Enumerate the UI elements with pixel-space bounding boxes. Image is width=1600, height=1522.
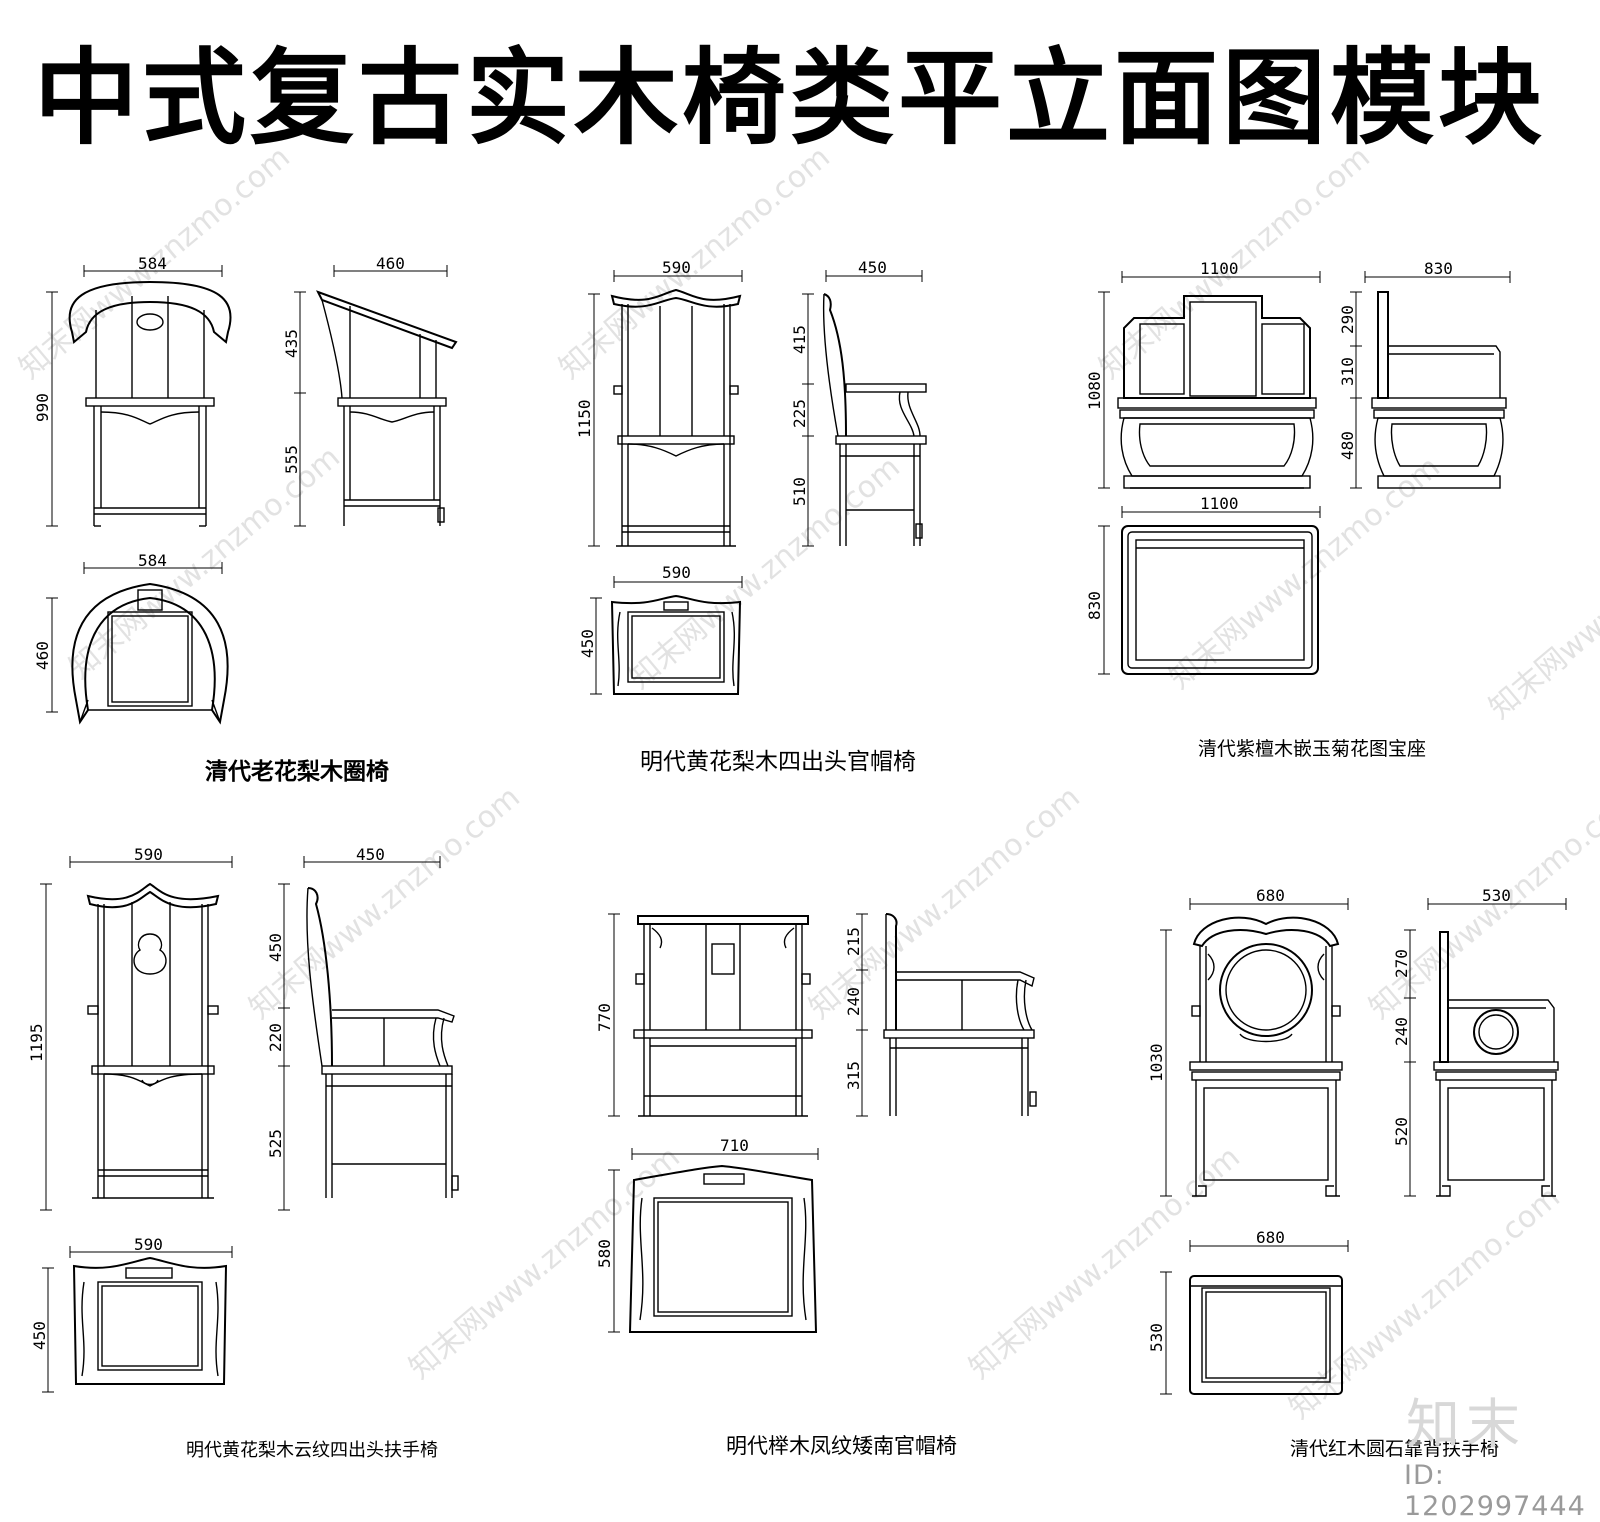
svg-text:290: 290 — [1338, 305, 1357, 334]
chair-6-side-elevation — [1433, 931, 1559, 1197]
chair-4-plan-view — [72, 1256, 228, 1385]
chair-2-dimensions: 590 450 1150 415 225 510 590 450 — [575, 258, 923, 695]
svg-text:1150: 1150 — [575, 399, 594, 438]
chair-1-side-elevation — [315, 290, 458, 526]
chair-4-caption: 明代黄花梨木云纹四出头扶手椅 — [186, 1440, 438, 1461]
svg-text:584: 584 — [138, 254, 167, 273]
svg-text:450: 450 — [578, 629, 597, 658]
svg-text:580: 580 — [595, 1239, 614, 1268]
svg-text:530: 530 — [1482, 886, 1511, 905]
page-title: 中式复古实木椅类平立面图模块 — [34, 37, 1547, 159]
svg-text:460: 460 — [376, 254, 405, 273]
svg-text:555: 555 — [282, 445, 301, 474]
chair-3-caption: 清代紫檀木嵌玉菊花图宝座 — [1198, 738, 1427, 760]
svg-text:584: 584 — [138, 551, 167, 570]
chair-3-front-elevation — [1117, 295, 1317, 489]
chair-2-front-elevation — [610, 288, 742, 547]
chair-5-side-elevation — [883, 913, 1037, 1116]
svg-text:525: 525 — [266, 1129, 285, 1158]
svg-text:520: 520 — [1392, 1117, 1411, 1146]
svg-text:1100: 1100 — [1200, 494, 1239, 513]
svg-text:590: 590 — [134, 1235, 163, 1254]
svg-text:590: 590 — [662, 258, 691, 277]
svg-text:415: 415 — [790, 325, 809, 354]
svg-text:450: 450 — [266, 933, 285, 962]
chair-6-front-elevation — [1189, 916, 1343, 1197]
chair-2-side-elevation — [822, 293, 927, 546]
svg-text:310: 310 — [1338, 357, 1357, 386]
chair-3-dimensions: 1100 830 1080 290 310 480 1100 830 — [1085, 259, 1511, 675]
svg-text:590: 590 — [134, 845, 163, 864]
chair-5-front-elevation — [633, 915, 813, 1117]
svg-text:450: 450 — [356, 845, 385, 864]
chair-3-plan-view — [1121, 525, 1319, 675]
chair-1-dimensions: 584 460 990 435 555 584 460 — [33, 254, 448, 713]
svg-text:710: 710 — [720, 1136, 749, 1155]
chair-1-plan-view — [71, 582, 229, 725]
svg-text:270: 270 — [1392, 949, 1411, 978]
svg-text:590: 590 — [662, 563, 691, 582]
chair-1-front-elevation — [68, 280, 232, 527]
svg-text:225: 225 — [790, 399, 809, 428]
svg-text:1195: 1195 — [27, 1023, 46, 1062]
svg-text:530: 530 — [1147, 1323, 1166, 1352]
chair-4-front-elevation — [86, 882, 220, 1199]
chair-3-side-elevation — [1371, 291, 1507, 489]
svg-text:220: 220 — [266, 1023, 285, 1052]
svg-text:770: 770 — [595, 1003, 614, 1032]
svg-text:460: 460 — [33, 641, 52, 670]
svg-text:1030: 1030 — [1147, 1043, 1166, 1082]
svg-text:240: 240 — [844, 987, 863, 1016]
svg-text:315: 315 — [844, 1061, 863, 1090]
chair-5-plan-view — [628, 1164, 818, 1333]
svg-text:240: 240 — [1392, 1017, 1411, 1046]
svg-text:680: 680 — [1256, 886, 1285, 905]
svg-text:215: 215 — [844, 927, 863, 956]
svg-text:680: 680 — [1256, 1228, 1285, 1247]
chair-4-side-elevation — [306, 887, 459, 1198]
svg-text:480: 480 — [1338, 431, 1357, 460]
chair-6-dimensions: 680 530 1030 270 240 520 680 530 — [1147, 886, 1567, 1395]
chair-5-caption: 明代榉木凤纹矮南官帽椅 — [726, 1434, 957, 1458]
chair-6-plan-view — [1189, 1275, 1343, 1395]
svg-text:1080: 1080 — [1085, 371, 1104, 410]
chair-4-dimensions: 590 450 1195 450 220 525 590 450 — [27, 845, 441, 1393]
chair-6-caption: 清代红木圆石靠背扶手椅 — [1290, 1438, 1500, 1460]
svg-text:510: 510 — [790, 477, 809, 506]
brand-logo: 知末 — [1406, 1393, 1526, 1456]
chair-1-caption: 清代老花梨木圈椅 — [205, 759, 389, 785]
svg-text:1100: 1100 — [1200, 259, 1239, 278]
svg-text:435: 435 — [282, 329, 301, 358]
svg-text:830: 830 — [1085, 591, 1104, 620]
chair-5-dimensions: 770 215 240 315 710 580 — [595, 913, 868, 1333]
svg-text:990: 990 — [33, 393, 52, 422]
chair-2-plan-view — [610, 594, 742, 695]
svg-text:450: 450 — [858, 258, 887, 277]
chair-2-caption: 明代黄花梨木四出头官帽椅 — [640, 749, 916, 775]
svg-text:450: 450 — [30, 1321, 49, 1350]
svg-text:830: 830 — [1424, 259, 1453, 278]
image-id-label: ID: 1202997444 — [1404, 1460, 1586, 1522]
